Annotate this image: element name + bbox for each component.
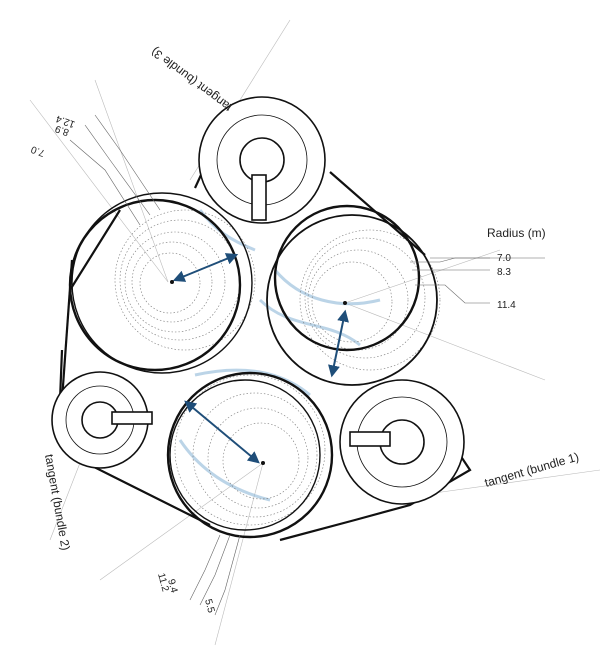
rotunda-left — [51, 371, 153, 469]
rotunda-top — [198, 96, 326, 224]
leaders-bottom — [189, 534, 241, 616]
tangent-bundle-1-label: tangent (bundle 1) — [483, 450, 580, 490]
arrow-bottom — [184, 400, 260, 464]
circle-bottom — [166, 371, 334, 539]
arrow-left — [172, 253, 239, 282]
upper-left-8-9: 8.9 — [53, 122, 70, 137]
radius-value-7-0: 7.0 — [497, 253, 511, 264]
circle-left — [68, 198, 242, 372]
upper-left-7-0: 7.0 — [29, 143, 46, 158]
guide-lines — [29, 19, 601, 646]
rotunda-right — [339, 379, 465, 505]
leaders-upper-left — [69, 114, 161, 226]
tangent-bundle-3-label: tangent (bundle 3) — [148, 45, 234, 115]
bottom-9-4: 9.4 — [165, 578, 179, 595]
bottom-5-5: 5.5 — [202, 598, 216, 615]
dotted-bundle-left — [114, 209, 256, 351]
tangent-bundle-2-label: tangent (bundle 2) — [42, 453, 73, 551]
radius-title: Radius (m) — [487, 226, 546, 240]
radius-value-8-3: 8.3 — [497, 267, 511, 278]
center-dots — [170, 280, 347, 465]
arrow-right — [328, 309, 349, 378]
radius-value-11-4: 11.4 — [497, 300, 516, 311]
leaders-right — [410, 257, 545, 304]
radius-arrows — [172, 253, 349, 464]
bottom-11-2: 11.2 — [155, 572, 171, 593]
